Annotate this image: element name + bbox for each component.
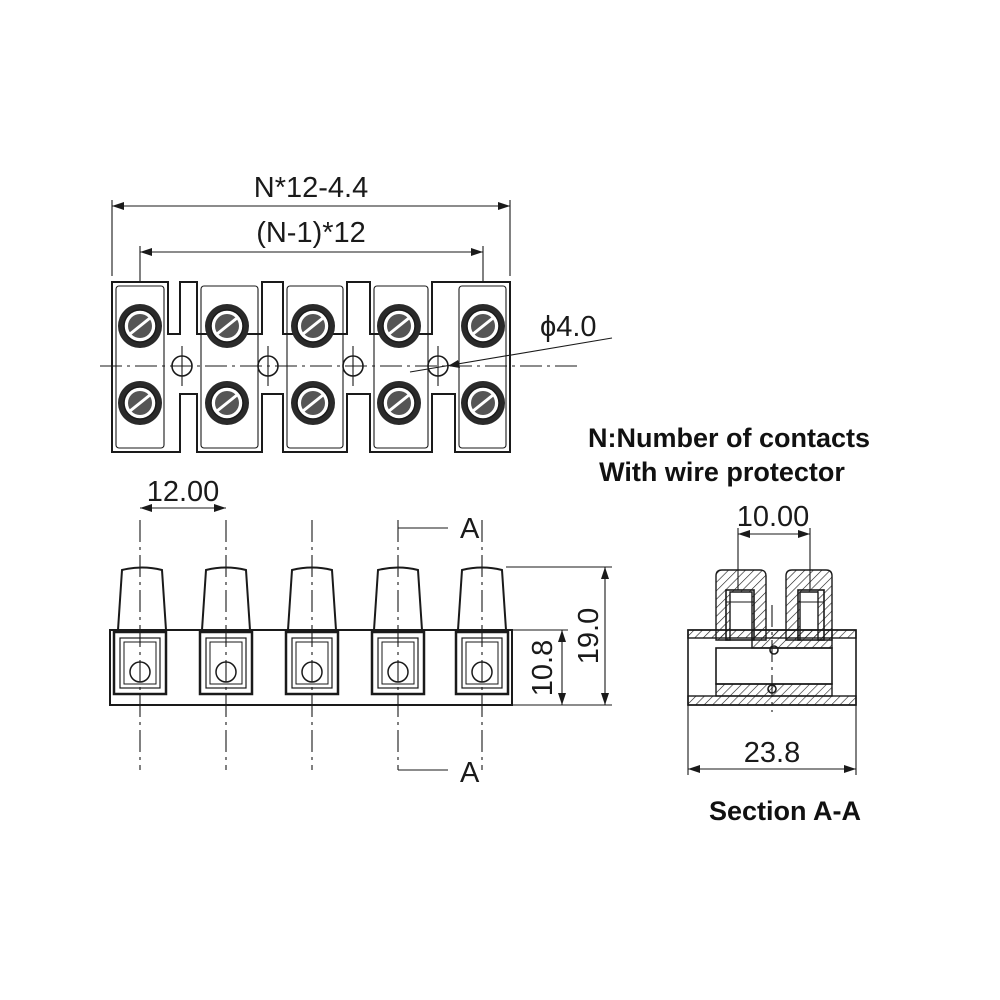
front-view-centerlines (139, 520, 483, 770)
section-title: Section A-A (709, 796, 861, 826)
note-contacts: N:Number of contacts (588, 423, 870, 453)
screw-icon (461, 381, 505, 425)
screw-icon (118, 304, 162, 348)
dim-section-pitch (737, 528, 811, 590)
mounting-hole-icon (342, 346, 364, 386)
section-view: 10.00 23.8 (687, 501, 857, 775)
dim-pitch-label: 12.00 (147, 476, 220, 508)
dim-section-width (687, 705, 857, 775)
screw-row-top (118, 304, 505, 348)
section-mark-bottom-label: A (460, 757, 480, 789)
section-mark-top-label: A (460, 513, 480, 545)
front-view: 12.00 A A 10.8 19.0 (109, 476, 612, 789)
dim-base-height-label: 10.8 (527, 640, 559, 696)
screw-icon (205, 304, 249, 348)
screw-icon (118, 381, 162, 425)
mounting-hole-icon (171, 346, 193, 386)
dim-overall-width-label: N*12-4.4 (254, 172, 368, 204)
dim-pitch (140, 504, 226, 512)
top-view: N*12-4.4 (N-1)*12 ϕ4.0 (100, 172, 613, 453)
note-wire-protector: With wire protector (599, 457, 845, 487)
mounting-holes (171, 346, 449, 386)
dim-hole-diameter-label: ϕ4.0 (540, 311, 597, 343)
dim-section-pitch-label: 10.00 (737, 501, 810, 533)
screw-icon (377, 304, 421, 348)
dim-pitch-span-label: (N-1)*12 (256, 217, 366, 249)
dim-heights (506, 566, 612, 706)
screw-row-bottom (118, 381, 505, 425)
mounting-hole-icon (257, 346, 279, 386)
dim-total-height-label: 19.0 (573, 608, 605, 664)
dim-pitch-span (139, 246, 484, 282)
screw-icon (291, 304, 335, 348)
screw-icon (291, 381, 335, 425)
dim-section-width-label: 23.8 (744, 737, 800, 769)
dim-hole-diameter (409, 337, 613, 373)
screw-icon (461, 304, 505, 348)
screw-icon (377, 381, 421, 425)
dim-overall-width (111, 200, 511, 276)
screw-icon (205, 381, 249, 425)
